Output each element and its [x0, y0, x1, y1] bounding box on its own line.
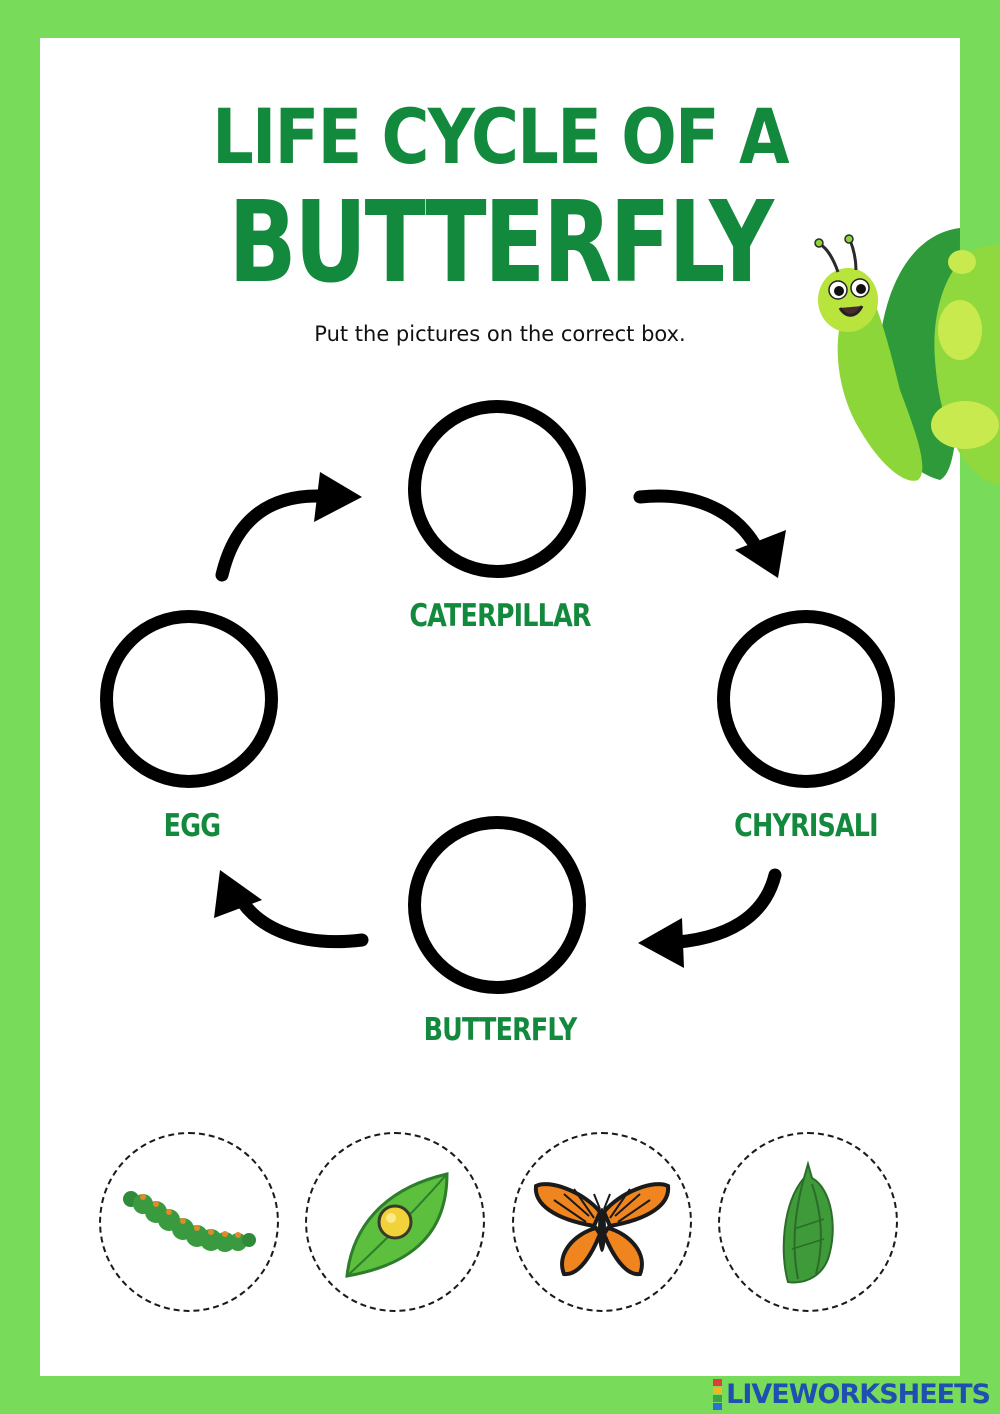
- caterpillar-icon: [123, 1191, 256, 1252]
- stage-label-egg: EGG: [163, 808, 221, 844]
- arrow-chrysalis-to-butterfly: [658, 868, 782, 950]
- brand-mark-icon: [713, 1378, 723, 1410]
- drop-target-butterfly[interactable]: [408, 816, 586, 994]
- brand-name: LIVEWORKSHEETS: [726, 1378, 991, 1410]
- picture-option-butterfly[interactable]: [512, 1132, 692, 1312]
- stage-label-caterpillar: CATERPILLAR: [409, 598, 591, 634]
- liveworksheets-logo[interactable]: LIVEWORKSHEETS: [713, 1378, 991, 1410]
- title-line-1: LIFE CYCLE OF A: [212, 92, 789, 181]
- picture-option-caterpillar[interactable]: [99, 1132, 279, 1312]
- egg-on-leaf-icon: [345, 1172, 449, 1278]
- picture-option-egg[interactable]: [305, 1132, 485, 1312]
- butterfly-icon: [533, 1182, 671, 1277]
- chrysalis-icon: [782, 1160, 834, 1284]
- picture-option-chrysalis[interactable]: [718, 1132, 898, 1312]
- arrow-caterpillar-to-chrysalis: [633, 489, 767, 562]
- arrow-egg-to-caterpillar: [215, 489, 342, 582]
- stage-label-butterfly: BUTTERFLY: [423, 1012, 578, 1048]
- title-line-2: BUTTERFLY: [228, 178, 774, 308]
- stage-label-chrysalis: CHYRISALI: [734, 808, 878, 844]
- instruction-text: Put the pictures on the correct box.: [314, 322, 686, 346]
